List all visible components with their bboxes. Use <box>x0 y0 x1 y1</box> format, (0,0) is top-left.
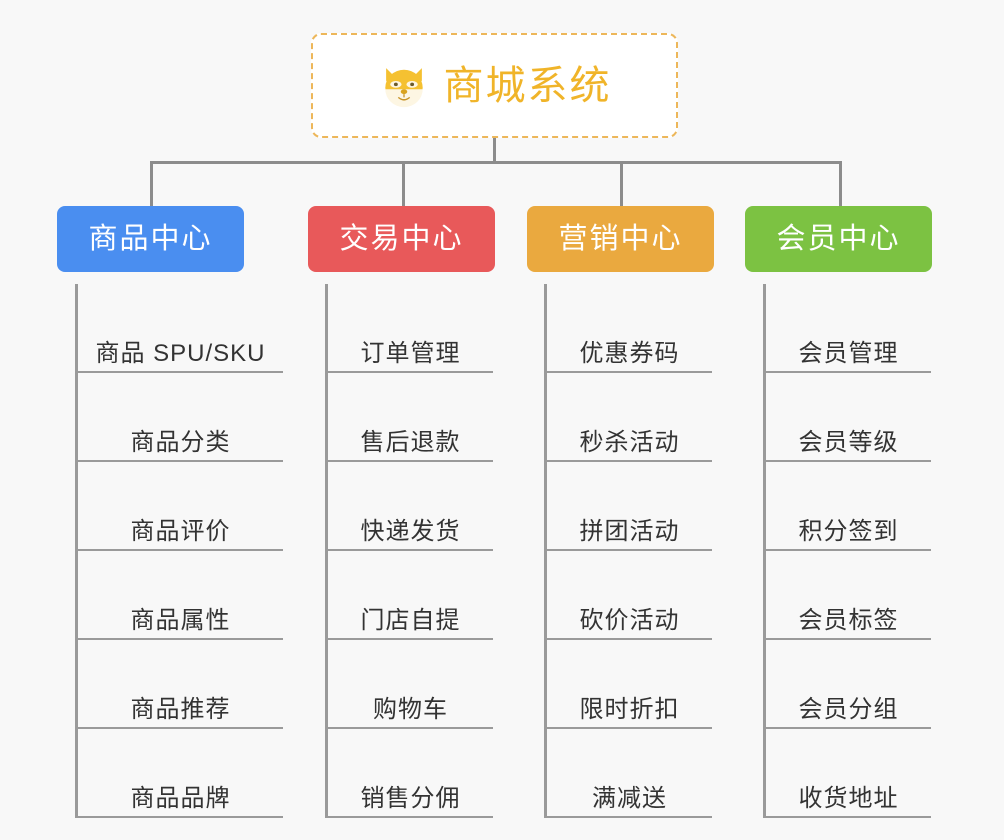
category-column-4: 会员中心会员管理会员等级积分签到会员标签会员分组收货地址 <box>745 206 932 818</box>
category-header-4[interactable]: 会员中心 <box>745 206 932 272</box>
leaf-underline <box>547 816 712 818</box>
leaf-list: 会员管理会员等级积分签到会员标签会员分组收货地址 <box>763 284 931 818</box>
connector-drop-3 <box>620 161 623 206</box>
leaf-item[interactable]: 门店自提 <box>328 551 493 640</box>
leaf-item[interactable]: 积分签到 <box>766 462 931 551</box>
leaf-label: 门店自提 <box>360 606 461 634</box>
leaf-label: 会员管理 <box>798 339 899 367</box>
connector-drop-1 <box>150 161 153 206</box>
category-header-2[interactable]: 交易中心 <box>308 206 495 272</box>
leaf-underline <box>547 638 712 640</box>
category-column-1: 商品中心商品 SPU/SKU 商品分类商品评价商品属性商品推荐商品品牌 <box>57 206 283 818</box>
leaf-label: 销售分佣 <box>360 784 461 812</box>
connector-drop-2 <box>402 161 405 206</box>
leaf-label: 限时折扣 <box>579 695 680 723</box>
leaf-label: 满减送 <box>592 784 667 812</box>
category-label: 会员中心 <box>776 222 901 255</box>
category-header-1[interactable]: 商品中心 <box>57 206 244 272</box>
leaf-underline <box>78 727 283 729</box>
leaf-underline <box>78 816 283 818</box>
leaf-label: 订单管理 <box>360 339 461 367</box>
leaf-underline <box>78 638 283 640</box>
leaf-item[interactable]: 快递发货 <box>328 462 493 551</box>
leaf-item[interactable]: 订单管理 <box>328 284 493 373</box>
leaf-label: 商品评价 <box>130 517 231 545</box>
leaf-item[interactable]: 商品品牌 <box>78 729 283 818</box>
leaf-list: 商品 SPU/SKU 商品分类商品评价商品属性商品推荐商品品牌 <box>75 284 283 818</box>
leaf-label: 商品分类 <box>130 428 231 456</box>
leaf-label: 售后退款 <box>360 428 461 456</box>
leaf-list: 订单管理售后退款快递发货门店自提购物车销售分佣 <box>325 284 493 818</box>
leaf-underline <box>766 460 931 462</box>
leaf-item[interactable]: 售后退款 <box>328 373 493 462</box>
leaf-item[interactable]: 会员管理 <box>766 284 931 373</box>
leaf-label: 拼团活动 <box>579 517 680 545</box>
leaf-underline <box>766 638 931 640</box>
leaf-underline <box>78 549 283 551</box>
leaf-item[interactable]: 商品推荐 <box>78 640 283 729</box>
category-label: 交易中心 <box>339 222 464 255</box>
leaf-underline <box>328 638 493 640</box>
leaf-item[interactable]: 优惠券码 <box>547 284 712 373</box>
category-column-3: 营销中心优惠券码秒杀活动拼团活动砍价活动限时折扣满减送 <box>527 206 714 818</box>
leaf-label: 优惠券码 <box>579 339 680 367</box>
connector-stem <box>493 138 496 163</box>
root-node[interactable]: 商城系统 <box>311 33 678 138</box>
leaf-label: 会员分组 <box>798 695 899 723</box>
leaf-item[interactable]: 满减送 <box>547 729 712 818</box>
leaf-item[interactable]: 会员等级 <box>766 373 931 462</box>
leaf-label: 会员等级 <box>798 428 899 456</box>
leaf-label: 会员标签 <box>798 606 899 634</box>
leaf-label: 商品属性 <box>130 606 231 634</box>
shiba-dog-face-icon <box>384 67 423 107</box>
leaf-underline <box>328 727 493 729</box>
connector-horizontal-bar <box>150 161 840 164</box>
leaf-item[interactable]: 销售分佣 <box>328 729 493 818</box>
leaf-item[interactable]: 会员分组 <box>766 640 931 729</box>
leaf-label: 快递发货 <box>360 517 461 545</box>
leaf-underline <box>547 727 712 729</box>
leaf-underline <box>547 460 712 462</box>
leaf-item[interactable]: 商品属性 <box>78 551 283 640</box>
leaf-underline <box>766 371 931 373</box>
leaf-item[interactable]: 购物车 <box>328 640 493 729</box>
leaf-list: 优惠券码秒杀活动拼团活动砍价活动限时折扣满减送 <box>544 284 712 818</box>
leaf-label: 购物车 <box>373 695 448 723</box>
leaf-label: 秒杀活动 <box>579 428 680 456</box>
category-column-2: 交易中心订单管理售后退款快递发货门店自提购物车销售分佣 <box>308 206 495 818</box>
leaf-item[interactable]: 会员标签 <box>766 551 931 640</box>
leaf-item[interactable]: 拼团活动 <box>547 462 712 551</box>
leaf-underline <box>547 371 712 373</box>
leaf-label: 积分签到 <box>798 517 899 545</box>
leaf-underline <box>328 549 493 551</box>
leaf-item[interactable]: 秒杀活动 <box>547 373 712 462</box>
root-title: 商城系统 <box>443 63 612 108</box>
category-label: 商品中心 <box>88 222 213 255</box>
leaf-underline <box>766 549 931 551</box>
leaf-label: 商品推荐 <box>130 695 231 723</box>
connector-drop-4 <box>839 161 842 206</box>
leaf-item[interactable]: 商品评价 <box>78 462 283 551</box>
leaf-item[interactable]: 商品 SPU/SKU <box>78 284 283 373</box>
leaf-item[interactable]: 限时折扣 <box>547 640 712 729</box>
leaf-underline <box>328 371 493 373</box>
leaf-label: 收货地址 <box>798 784 899 812</box>
leaf-underline <box>766 727 931 729</box>
leaf-label: 商品品牌 <box>130 784 231 812</box>
leaf-label: 砍价活动 <box>579 606 680 634</box>
leaf-item[interactable]: 砍价活动 <box>547 551 712 640</box>
leaf-label: 商品 SPU/SKU <box>95 339 266 367</box>
category-label: 营销中心 <box>558 222 683 255</box>
leaf-underline <box>78 371 283 373</box>
leaf-underline <box>78 460 283 462</box>
leaf-underline <box>547 549 712 551</box>
category-header-3[interactable]: 营销中心 <box>527 206 714 272</box>
leaf-underline <box>328 816 493 818</box>
leaf-item[interactable]: 商品分类 <box>78 373 283 462</box>
leaf-item[interactable]: 收货地址 <box>766 729 931 818</box>
leaf-underline <box>328 460 493 462</box>
leaf-underline <box>766 816 931 818</box>
